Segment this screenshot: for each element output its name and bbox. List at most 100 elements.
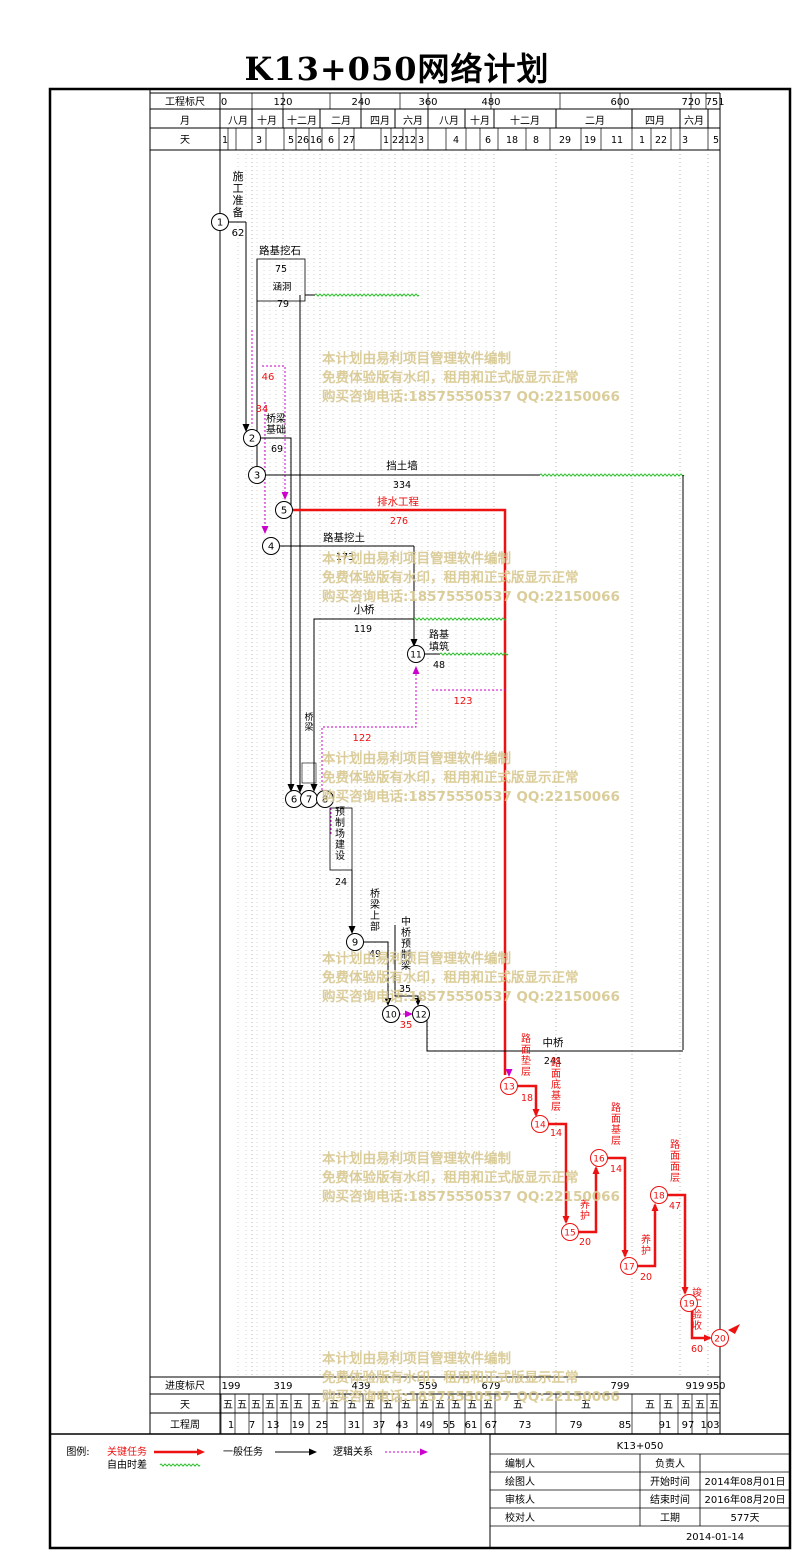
- free-float-small-bridge: [413, 617, 507, 621]
- svg-text:桥: 桥: [304, 711, 313, 723]
- footer-day-cell-23: 五: [709, 1400, 719, 1411]
- task-label-small-bridge: 小桥: [354, 604, 375, 616]
- info-duration-label: 工期: [660, 1512, 680, 1524]
- info-duration-value: 577天: [730, 1513, 759, 1524]
- arrowhead-curing-1: [592, 1166, 600, 1174]
- svg-text:施: 施: [233, 170, 244, 183]
- week-13: 79: [570, 1420, 583, 1431]
- arrowhead-road-base: [621, 1250, 629, 1258]
- scale-tick-7: 751: [705, 97, 724, 108]
- scale-tick-0: 0: [221, 97, 227, 108]
- task-duration-drainage: 276: [390, 516, 408, 527]
- node-7: 7: [300, 790, 318, 808]
- svg-text:垫: 垫: [521, 1054, 531, 1067]
- outer-frame: [48, 87, 792, 1550]
- day-6: 27: [343, 135, 355, 146]
- svg-text:12: 12: [415, 1011, 426, 1021]
- svg-text:场: 场: [335, 827, 345, 840]
- month-11: 六月: [684, 115, 704, 127]
- svg-text:面: 面: [551, 1069, 561, 1080]
- task-arrow-curing-1: [578, 1168, 598, 1234]
- week-17: 103: [700, 1420, 719, 1431]
- dummy-label-122: 122: [352, 733, 371, 744]
- month-7: 十月: [470, 114, 490, 127]
- week-15: 91: [659, 1420, 672, 1431]
- footer-day-cell-22: 五: [695, 1400, 705, 1411]
- header-label-month: 月: [180, 115, 190, 127]
- svg-text:准: 准: [233, 194, 244, 207]
- legend-critical-arrow: [197, 1448, 205, 1456]
- node-17: 17: [620, 1257, 638, 1275]
- task-label-fill-2: 填筑: [429, 640, 449, 653]
- task-duration-bridge-foundation: 69: [271, 444, 283, 455]
- node-12: 12: [412, 1005, 430, 1023]
- svg-text:层: 层: [551, 1101, 561, 1113]
- task-duration-mid-bridge-precast: 35: [399, 984, 411, 995]
- info-date: 2014-01-14: [686, 1532, 744, 1543]
- task-duration-road-surface: 47: [669, 1201, 681, 1212]
- footer-day-cell-3: 五: [265, 1400, 275, 1411]
- legend-free-float-wave: [159, 1463, 201, 1467]
- week-6: 37: [373, 1420, 386, 1431]
- node-5: 5: [275, 501, 293, 519]
- day-21: 5: [713, 135, 719, 146]
- svg-text:护: 护: [580, 1209, 590, 1222]
- task-label-bridge-foundation-1: 桥梁: [266, 412, 286, 425]
- legend-logic-arrow: [420, 1448, 428, 1456]
- svg-text:9: 9: [352, 938, 358, 949]
- task-arrow-bridge-super: [363, 941, 389, 1005]
- arrowhead-small-bridge: [310, 784, 318, 792]
- svg-text:路: 路: [670, 1138, 680, 1151]
- svg-text:19: 19: [683, 1300, 695, 1310]
- dummy-label-46: 46: [262, 372, 275, 383]
- svg-text:部: 部: [370, 920, 380, 933]
- arrowhead-road-subbase: [562, 1216, 570, 1224]
- task-box-precast-yard: [329, 807, 353, 871]
- page-title: K13+050网络计划: [244, 50, 550, 88]
- svg-text:备: 备: [233, 205, 244, 219]
- free-float-retaining-wall: [539, 473, 685, 477]
- node-11: 11: [407, 645, 425, 663]
- week-0: 1: [228, 1420, 234, 1431]
- day-13: 18: [506, 135, 518, 146]
- week-14: 85: [619, 1420, 632, 1431]
- watermark-5: 本计划由易利项目管理软件编制免费体验版有水印，租用和正式版显示正常购买咨询电话:…: [322, 1151, 620, 1205]
- svg-text:3: 3: [254, 471, 260, 482]
- task-duration-rock-excavation: 75: [275, 264, 287, 275]
- dummy-label-35: 35: [400, 1020, 413, 1031]
- svg-text:8: 8: [322, 795, 328, 806]
- header-label-day: 天: [180, 135, 190, 146]
- svg-text:中: 中: [401, 915, 411, 928]
- svg-text:工: 工: [233, 182, 244, 195]
- week-3: 19: [292, 1420, 305, 1431]
- month-3: 二月: [331, 115, 351, 127]
- day-15: 29: [559, 135, 571, 146]
- svg-text:7: 7: [306, 795, 312, 806]
- task-label-culvert: 涵洞: [272, 282, 291, 293]
- node-15: 15: [561, 1223, 579, 1241]
- svg-text:15: 15: [564, 1229, 575, 1239]
- task-label-retaining-wall: 挡土墙: [386, 459, 418, 472]
- task-duration-road-subbase: 14: [550, 1128, 562, 1139]
- task-box-bridge-aside: [301, 762, 317, 784]
- week-9: 55: [443, 1420, 456, 1431]
- node-10: 10: [382, 1005, 400, 1023]
- arrowhead-dummy-46: [281, 492, 289, 500]
- svg-text:预: 预: [335, 806, 345, 818]
- day-7: 1: [383, 135, 389, 146]
- node-4: 4: [262, 537, 280, 555]
- day-0: 1: [222, 135, 228, 146]
- svg-text:1: 1: [217, 218, 223, 229]
- task-duration-road-cushion: 18: [521, 1093, 533, 1104]
- progress-tick-6: 919: [685, 1381, 704, 1392]
- task-label-drainage: 排水工程: [377, 495, 419, 508]
- footer-day-cell-9: 五: [365, 1400, 375, 1411]
- info-end-value: 2016年08月20日: [705, 1493, 786, 1506]
- month-4: 四月: [370, 115, 390, 127]
- day-5: 6: [328, 135, 334, 146]
- node-14: 14: [531, 1115, 549, 1133]
